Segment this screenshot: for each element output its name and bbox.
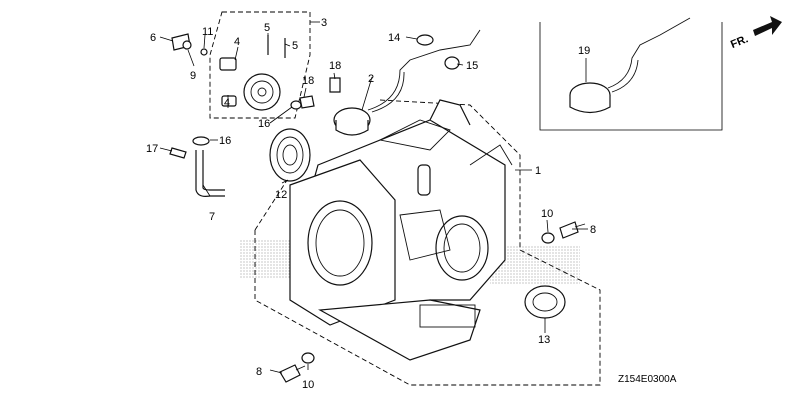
- callout-5-right: 5: [292, 40, 298, 52]
- oil-seal: [524, 285, 566, 319]
- ball-bearing: [269, 128, 311, 182]
- leader-lines: [159, 21, 588, 374]
- governor-assembly-outline: [209, 11, 311, 119]
- diagram-reference-code: Z154E0300A: [618, 374, 677, 385]
- governor-weight: [219, 57, 237, 107]
- front-direction-arrow: FR.: [729, 16, 782, 51]
- flange-bolt-right: [559, 221, 586, 239]
- inset-oil-switch: [569, 17, 691, 114]
- callout-6: 6: [150, 32, 156, 44]
- washer-16-top: [290, 100, 302, 110]
- governor-gear: [243, 73, 281, 111]
- wire-clip: [444, 56, 460, 70]
- callout-16-left: 16: [219, 135, 231, 147]
- governor-pins: [267, 35, 286, 58]
- oil-filler-tube: [195, 150, 225, 197]
- callout-9: 9: [190, 70, 196, 82]
- callout-18-left: 18: [302, 75, 314, 87]
- callout-14: 14: [388, 32, 400, 44]
- inset-box: [539, 22, 723, 131]
- washer-bottom: [301, 352, 315, 364]
- washer-right: [541, 232, 555, 244]
- callout-3: 3: [321, 17, 327, 29]
- callout-18-top: 18: [329, 60, 341, 72]
- crankcase: [289, 99, 513, 361]
- callout-4-upper: 4: [234, 36, 240, 48]
- callout-19: 19: [578, 45, 590, 57]
- callout-7: 7: [209, 211, 215, 223]
- governor-washer: [182, 40, 192, 50]
- callout-15: 15: [466, 60, 478, 72]
- callout-1: 1: [535, 165, 541, 177]
- callout-17: 17: [146, 143, 158, 155]
- crankcase-assembly-outline: [254, 99, 601, 386]
- callout-10-bottom: 10: [302, 379, 314, 391]
- callout-5-left: 5: [264, 22, 270, 34]
- callout-16-center: 16: [258, 118, 270, 130]
- snap-ring: [200, 48, 208, 56]
- callout-12: 12: [275, 189, 287, 201]
- bolt-18-top: [329, 77, 341, 93]
- callout-11: 11: [202, 26, 213, 38]
- callout-4-lower: 4: [224, 97, 230, 109]
- front-direction-label: FR.: [729, 33, 750, 51]
- callout-8-right: 8: [590, 224, 596, 236]
- callout-2: 2: [368, 73, 374, 85]
- flange-bolt-bottom: [279, 364, 306, 383]
- clip-17: [169, 147, 187, 159]
- oil-level-switch: [333, 29, 481, 136]
- callout-13: 13: [538, 334, 550, 346]
- callout-8-bottom: 8: [256, 366, 262, 378]
- washer-16-left: [192, 136, 210, 146]
- bolt-18-left: [299, 95, 315, 109]
- callout-10-right: 10: [541, 208, 553, 220]
